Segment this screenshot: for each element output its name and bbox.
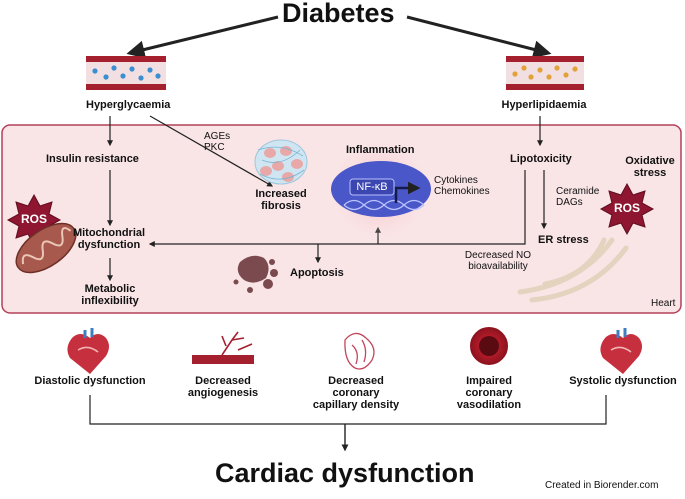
conclusion-cardiac-dysfunction: Cardiac dysfunction bbox=[215, 458, 475, 488]
label-hyperlipidaemia: Hyperlipidaemia bbox=[501, 99, 587, 111]
label-heart-region: Heart bbox=[651, 298, 676, 309]
label-increased-fibrosis: Increased fibrosis bbox=[255, 188, 307, 213]
arrow-diabetes-to-hyperglycaemia bbox=[126, 15, 279, 59]
fibrosis-tissue-icon bbox=[254, 139, 308, 185]
label-cytokines-chemokines: Cytokines Chemokines bbox=[434, 175, 490, 197]
label-mitochondrial-dysfunction: Mitochondrial dysfunction bbox=[72, 227, 146, 252]
outcomes-bracket bbox=[89, 395, 607, 425]
label-inflammation: Inflammation bbox=[346, 144, 415, 156]
arrow-lipotoxicity-to-mitochondrial bbox=[148, 170, 526, 247]
label-ros-right: ROS bbox=[613, 201, 640, 215]
outcome-label-systolic: Systolic dysfunction bbox=[569, 375, 677, 387]
outcome-icon-coronary-capillary bbox=[344, 332, 375, 370]
ros-burst-right-icon bbox=[599, 182, 655, 236]
outcome-label-vasodilation: Impaired coronary vasodilation bbox=[456, 375, 522, 412]
title-diabetes: Diabetes bbox=[282, 0, 395, 28]
transcription-arrow-icon bbox=[394, 181, 421, 203]
endoplasmic-reticulum-icon bbox=[517, 237, 629, 303]
nfkb-label-box bbox=[349, 178, 395, 196]
arrow-diabetes-to-hyperlipidaemia bbox=[406, 15, 552, 59]
blood-vessel-lipid-icon bbox=[506, 56, 584, 90]
outcome-label-diastolic: Diastolic dysfunction bbox=[34, 375, 146, 387]
label-ages-pkc: AGEs PKC bbox=[204, 131, 231, 153]
outcome-icon-systolic-heart bbox=[600, 328, 642, 374]
label-oxidative-stress: Oxidative stress bbox=[625, 155, 675, 180]
credit-biorender[interactable]: Created in Biorender.com bbox=[545, 480, 659, 491]
outcome-label-angiogenesis: Decreased angiogenesis bbox=[187, 375, 259, 400]
label-lipotoxicity: Lipotoxicity bbox=[510, 153, 572, 165]
outcome-icon-vasodilation bbox=[470, 327, 508, 365]
label-apoptosis: Apoptosis bbox=[290, 267, 344, 279]
label-decreased-no: Decreased NO bioavailability bbox=[464, 250, 532, 272]
blood-vessel-glucose-icon bbox=[86, 56, 166, 90]
label-hyperglycaemia: Hyperglycaemia bbox=[86, 99, 171, 111]
label-ros-left: ROS bbox=[20, 212, 47, 226]
label-nfkb: NF-κB bbox=[356, 181, 388, 193]
arrow-hyperglycaemia-to-fibrosis bbox=[149, 115, 274, 187]
label-metabolic-inflexibility: Metabolic inflexibility bbox=[81, 283, 139, 308]
label-ceramide-dags: Ceramide DAGs bbox=[556, 186, 600, 208]
label-insulin-resistance: Insulin resistance bbox=[46, 153, 139, 165]
outcome-icon-diastolic-heart bbox=[67, 328, 109, 374]
outcome-label-capillary-density: Decreased coronary capillary density bbox=[312, 375, 400, 412]
mitochondrion-icon bbox=[15, 222, 77, 274]
dna-strand-icon bbox=[343, 199, 425, 211]
outcome-icon-angiogenesis bbox=[192, 331, 254, 364]
label-er-stress: ER stress bbox=[538, 234, 589, 246]
apoptotic-cell-icon bbox=[233, 255, 278, 293]
